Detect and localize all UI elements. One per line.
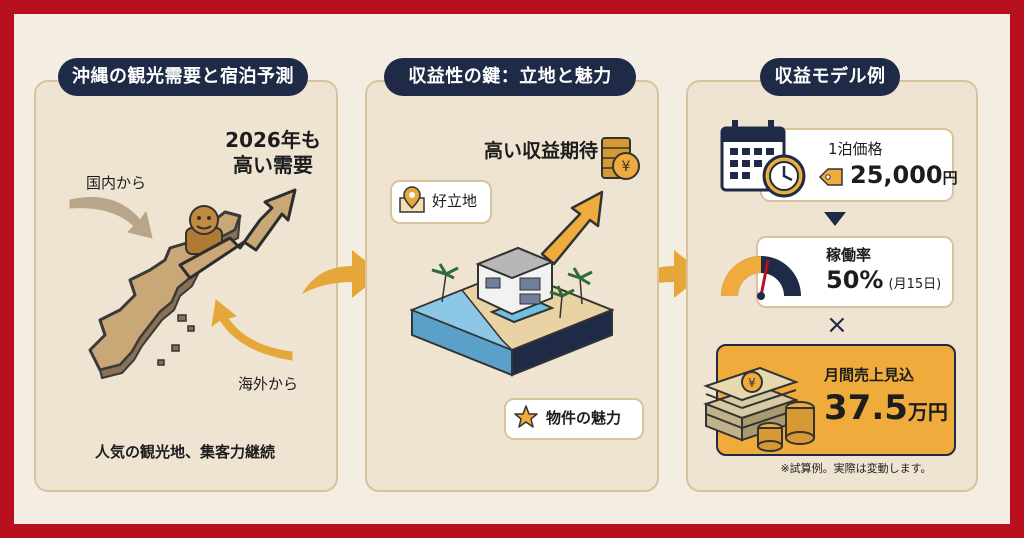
sales-unit: 万円 [907,400,948,424]
price-amount: 25,000 [850,161,943,189]
price-unit: 円 [942,169,958,187]
panel-title-tourism: 沖縄の観光需要と宿泊予測 [58,58,308,96]
star-icon [514,405,538,428]
map-pin-icon [399,186,425,213]
sales-label: 月間売上見込 [824,366,915,384]
calendar-clock-icon [720,120,806,198]
price-value: 25,000円 [850,161,958,189]
multiply-symbol: × [826,310,848,340]
price-tag-icon [818,168,843,186]
panel1-footer-text: 人気の観光地、集客力継続 [94,443,275,461]
svg-text:¥: ¥ [748,376,756,390]
sales-value: 37.5 [824,388,908,428]
expectation-label: 高い収益期待 [484,140,599,162]
occupancy-value: 50% [826,266,884,294]
beach-villa-illustration [409,190,615,377]
location-label: 好立地 [432,192,478,210]
sales-value-line: 37.5万円 [824,388,948,428]
growth-arrow-icon [178,188,297,280]
profit-arrow-icon [540,190,604,266]
domestic-label: 国内から [86,174,147,192]
overseas-label: 海外から [238,375,299,393]
flow-arrow-1-icon [302,250,382,298]
money-stack-icon: ¥ [703,366,815,452]
down-triangle-icon [824,212,846,226]
overseas-arrow-icon [211,299,293,361]
occupancy-value-line: 50% (月15日) [826,266,941,294]
occupancy-note: (月15日) [888,277,942,292]
coin-stack-yen-icon: ¥ [601,137,640,180]
gauge-icon [721,256,801,300]
domestic-arrow-icon [69,197,153,239]
panel-title-revenue: 収益モデル例 [760,58,900,96]
disclaimer-text: ※試算例。実際は変動します。 [780,462,932,475]
demand-headline: 2026年も高い需要 [225,128,321,177]
flow-arrow-2-icon [624,250,704,298]
occupancy-label: 稼働率 [826,246,872,264]
svg-text:¥: ¥ [622,159,631,175]
panel-title-profitability: 収益性の鍵：立地と魅力 [384,58,636,96]
okinawa-map-illustration [69,188,297,380]
price-label: 1泊価格 [828,140,883,158]
appeal-label: 物件の魅力 [546,409,622,427]
